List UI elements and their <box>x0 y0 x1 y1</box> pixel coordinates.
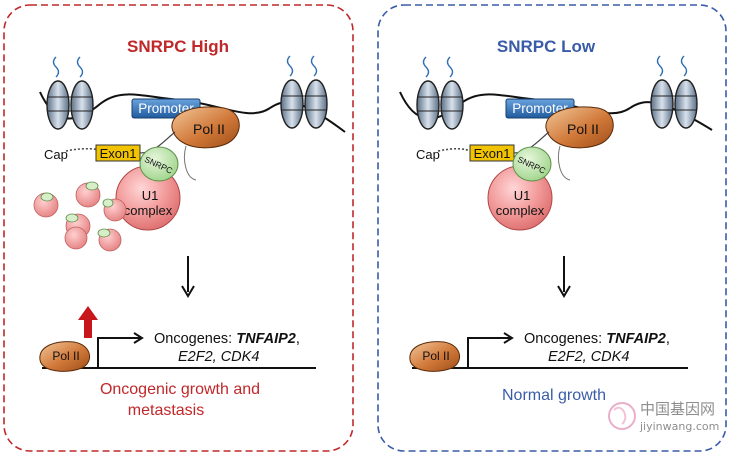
oncogene-bold: TNFAIP2 <box>236 331 296 347</box>
panel-border <box>3 4 354 452</box>
pol2-icon: Pol II <box>545 106 614 149</box>
pol2-bottom-icon: Pol II <box>409 341 460 372</box>
free-snrnp-particles <box>33 181 127 252</box>
panel-title: SNRPC Low <box>497 37 596 56</box>
watermark-line2: jiyinwang.com <box>639 420 719 433</box>
pol2-bottom-label: Pol II <box>422 349 449 363</box>
oncogenes-line1: Oncogenes: TNFAIP2, <box>524 331 670 347</box>
oncogenes-line2: E2F2, CDK4 <box>548 349 629 365</box>
result-line2: metastasis <box>128 402 204 419</box>
rna-cap-line <box>437 148 473 153</box>
down-arrow-icon <box>557 256 571 298</box>
oncogene-bold: TNFAIP2 <box>606 331 666 347</box>
tether-line <box>183 145 197 181</box>
down-arrow-icon <box>181 256 195 298</box>
tss-arrow <box>467 337 510 368</box>
tether-line <box>557 145 571 181</box>
result-line1: Oncogenic growth and <box>100 381 260 398</box>
watermark-line1: 中国基因网 <box>640 400 715 418</box>
nucleosome-icon <box>650 55 698 129</box>
rna-cap-line <box>65 148 113 153</box>
exon1-label: Exon1 <box>100 146 137 161</box>
snrpc-protein <box>512 146 552 182</box>
pol2-bottom-icon: Pol II <box>39 341 90 372</box>
pol2-bottom-label: Pol II <box>52 349 79 363</box>
snrpc-protein <box>139 146 179 182</box>
pol2-label: Pol II <box>567 121 599 137</box>
promoter-label: Promoter <box>512 101 568 116</box>
panel-title: SNRPC High <box>127 37 229 56</box>
watermark: 中国基因网 jiyinwang.com <box>608 400 719 433</box>
exon1-label: Exon1 <box>474 146 511 161</box>
nucleosome-icon <box>416 56 464 130</box>
u1-label-line1: U1 <box>142 188 159 203</box>
panel-snrpc-low: SNRPC Low Promoter Pol II Cap Exon1 U1 c… <box>377 4 727 452</box>
u1-label-line2: complex <box>496 203 545 218</box>
tss-arrow <box>97 337 140 368</box>
panel-border <box>377 4 727 452</box>
oncogenes-line2: E2F2, CDK4 <box>178 349 259 365</box>
cap-label: Cap <box>44 147 68 162</box>
panel-snrpc-high: SNRPC High Promoter Pol II Cap Exon1 U1 … <box>3 4 354 452</box>
nucleosome-icon <box>280 55 328 129</box>
cap-label: Cap <box>416 147 440 162</box>
u1-label-line1: U1 <box>514 188 531 203</box>
watermark-logo-icon <box>608 402 636 430</box>
pol2-label: Pol II <box>193 121 225 137</box>
u1-label-line2: complex <box>124 203 173 218</box>
up-arrow-icon <box>78 306 98 338</box>
oncogenes-line1: Oncogenes: TNFAIP2, <box>154 331 300 347</box>
promoter-label: Promoter <box>138 101 194 116</box>
result-line1: Normal growth <box>502 387 606 404</box>
rna-transcript <box>139 131 176 154</box>
pol2-icon: Pol II <box>171 106 240 149</box>
